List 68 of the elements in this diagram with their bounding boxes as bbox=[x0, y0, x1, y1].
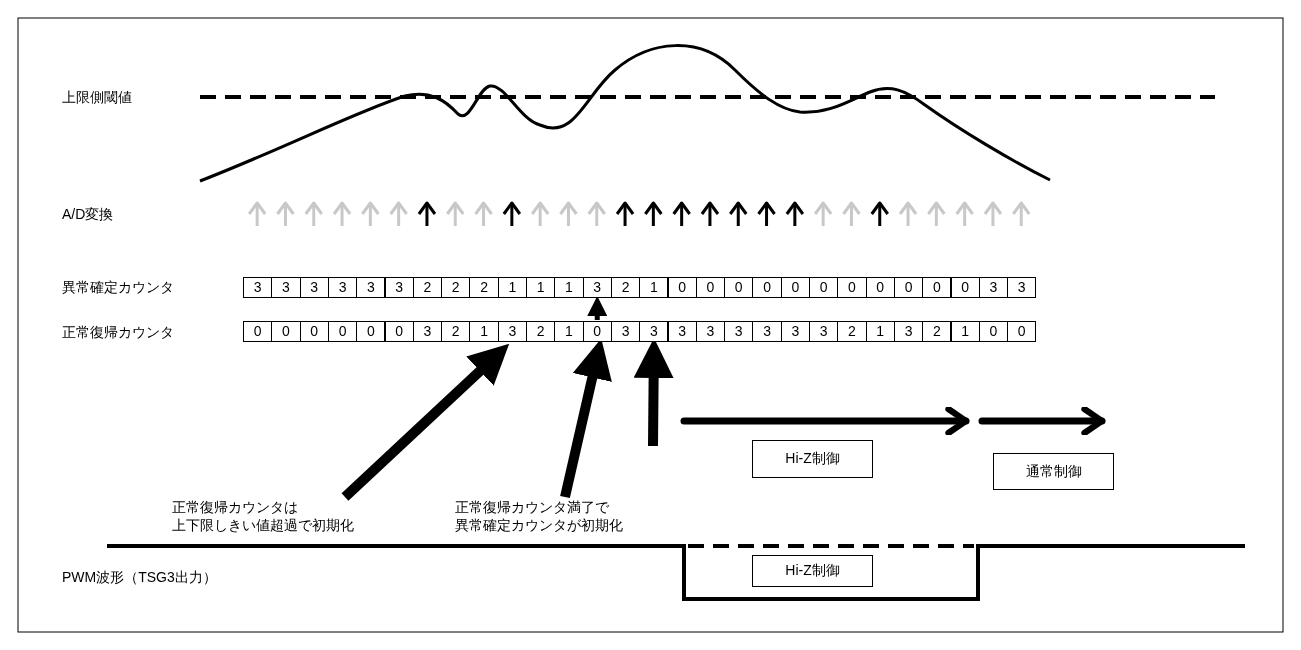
counter-cell: 3 bbox=[299, 277, 329, 298]
counter-cell: 0 bbox=[327, 321, 358, 342]
counter-cell: 0 bbox=[752, 277, 782, 298]
leader-arrow bbox=[341, 343, 510, 501]
counter-cell: 3 bbox=[639, 321, 669, 342]
counter-cell: 3 bbox=[582, 277, 612, 298]
counter-cell: 0 bbox=[667, 277, 697, 298]
counter-cell: 1 bbox=[554, 277, 584, 298]
counter-cell: 3 bbox=[978, 277, 1009, 298]
counter-cell: 3 bbox=[610, 321, 641, 342]
counter-cell: 3 bbox=[412, 321, 443, 342]
counter-cell: 2 bbox=[837, 321, 867, 342]
counter-cell: 3 bbox=[1007, 277, 1037, 298]
counter-cell: 1 bbox=[554, 321, 584, 342]
counter-cell: 1 bbox=[526, 277, 556, 298]
row-label: 上限側閾値 bbox=[62, 88, 132, 106]
counter-cell: 0 bbox=[1007, 321, 1037, 342]
counter-cell: 0 bbox=[695, 277, 726, 298]
state-box: Hi-Z制御 bbox=[752, 440, 873, 478]
counter-cell: 0 bbox=[582, 321, 612, 342]
counter-cell: 3 bbox=[356, 277, 386, 298]
counter-cell: 3 bbox=[497, 321, 527, 342]
counter-cell: 0 bbox=[299, 321, 329, 342]
counter-cell: 3 bbox=[752, 321, 782, 342]
arrow bbox=[587, 296, 608, 320]
counter-cell: 0 bbox=[978, 321, 1009, 342]
row-label: PWM波形（TSG3出力） bbox=[62, 568, 217, 586]
counter-cell: 3 bbox=[384, 277, 414, 298]
callout-text: 正常復帰カウンタ満了で異常確定カウンタが初期化 bbox=[455, 498, 623, 534]
counter-cell: 3 bbox=[327, 277, 358, 298]
counter-cell: 3 bbox=[893, 321, 924, 342]
row-label: 正常復帰カウンタ bbox=[62, 323, 174, 341]
state-box: Hi-Z制御 bbox=[752, 555, 873, 587]
counter-cell: 3 bbox=[271, 277, 301, 298]
counter-cell: 0 bbox=[724, 277, 754, 298]
counter-cell: 2 bbox=[441, 277, 471, 298]
counter-cell: 0 bbox=[356, 321, 386, 342]
row-label: 異常確定カウンタ bbox=[62, 278, 174, 296]
counter-cell: 1 bbox=[639, 277, 669, 298]
counter-cell: 0 bbox=[384, 321, 414, 342]
counter-cell: 0 bbox=[271, 321, 301, 342]
counter-cell: 1 bbox=[950, 321, 980, 342]
row-label: A/D変換 bbox=[62, 205, 114, 223]
counter-cell: 2 bbox=[412, 277, 443, 298]
counter-cell: 0 bbox=[809, 277, 839, 298]
counter-cell: 1 bbox=[497, 277, 527, 298]
counter-cell: 3 bbox=[724, 321, 754, 342]
counter-cell: 2 bbox=[610, 277, 641, 298]
counter-cell: 3 bbox=[695, 321, 726, 342]
counter-cell: 0 bbox=[893, 277, 924, 298]
counter-cell: 0 bbox=[243, 321, 273, 342]
counter-cell: 0 bbox=[922, 277, 952, 298]
counter-cell: 2 bbox=[469, 277, 499, 298]
counter-cell: 0 bbox=[865, 277, 895, 298]
state-box: 通常制御 bbox=[993, 453, 1114, 490]
counter-cell: 2 bbox=[441, 321, 471, 342]
counter-cell: 3 bbox=[809, 321, 839, 342]
counter-cell: 3 bbox=[780, 321, 810, 342]
counter-cell: 0 bbox=[837, 277, 867, 298]
counter-cell: 0 bbox=[950, 277, 980, 298]
counter-cell: 2 bbox=[526, 321, 556, 342]
counter-cell: 2 bbox=[922, 321, 952, 342]
counter-cell: 1 bbox=[469, 321, 499, 342]
counter-cell: 0 bbox=[780, 277, 810, 298]
counter-cell: 3 bbox=[667, 321, 697, 342]
callout-text: 正常復帰カウンタは上下限しきい値超過で初期化 bbox=[172, 498, 354, 534]
counter-cell: 3 bbox=[243, 277, 273, 298]
counter-cell: 1 bbox=[865, 321, 895, 342]
